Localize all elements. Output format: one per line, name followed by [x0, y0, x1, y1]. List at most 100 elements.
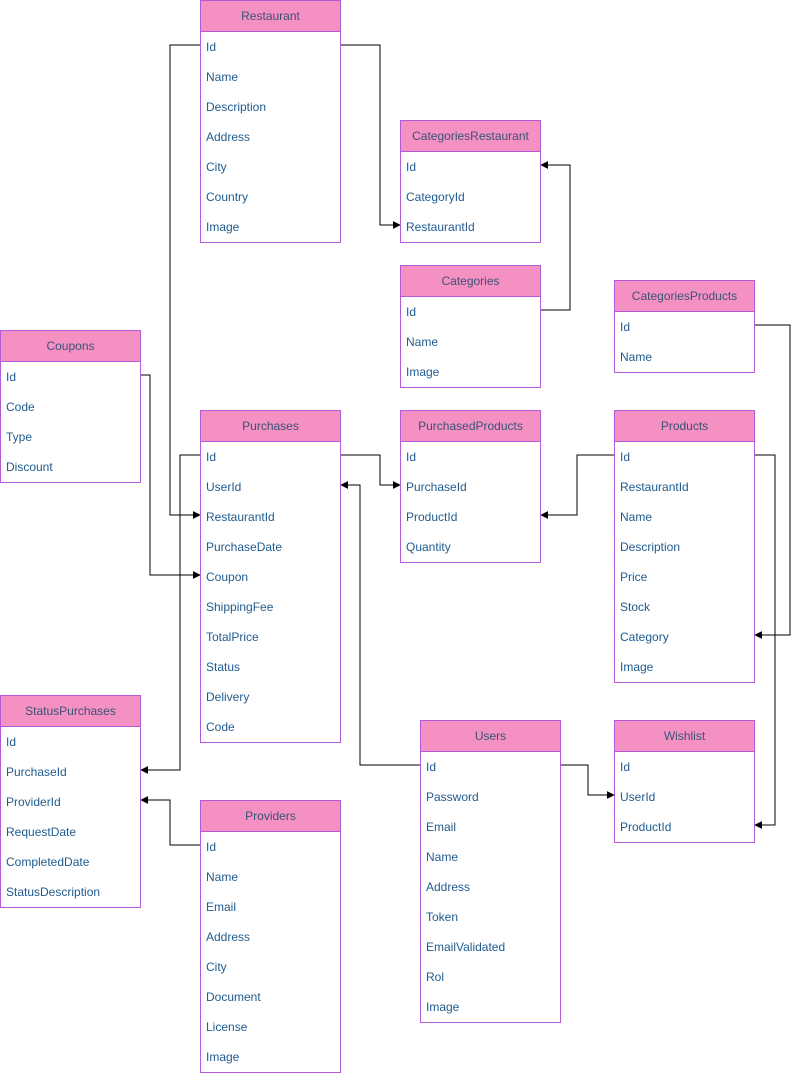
- table-field-totalprice[interactable]: TotalPrice: [206, 630, 259, 644]
- table-field-restaurantid[interactable]: RestaurantId: [206, 510, 275, 524]
- table-title: PurchasedProducts: [401, 411, 540, 442]
- table-field-productid[interactable]: ProductId: [406, 510, 458, 524]
- table-field-name[interactable]: Name: [620, 510, 653, 524]
- table-field-userid[interactable]: UserId: [620, 790, 656, 804]
- table-field-name[interactable]: Name: [426, 850, 459, 864]
- table-field-id[interactable]: Id: [406, 160, 417, 174]
- table-title: CategoriesProducts: [615, 281, 754, 312]
- table-field-category[interactable]: Category: [620, 630, 669, 644]
- table-field-id[interactable]: Id: [206, 40, 217, 54]
- table-field-city[interactable]: City: [206, 960, 227, 974]
- table-field-restaurantid[interactable]: RestaurantId: [620, 480, 689, 494]
- table-field-country[interactable]: Country: [206, 190, 249, 204]
- table-field-image[interactable]: Image: [206, 1050, 240, 1064]
- table-field-purchaseid[interactable]: PurchaseId: [406, 480, 467, 494]
- table-field-address[interactable]: Address: [206, 130, 251, 144]
- table-title: Coupons: [1, 331, 140, 362]
- table-field-image[interactable]: Image: [206, 220, 240, 234]
- table-field-shippingfee[interactable]: ShippingFee: [206, 600, 274, 614]
- table-title: CategoriesRestaurant: [401, 121, 540, 152]
- table-title: Categories: [401, 266, 540, 297]
- table-field-providerid[interactable]: ProviderId: [6, 795, 61, 809]
- table-field-image[interactable]: Image: [426, 1000, 460, 1014]
- table-field-address[interactable]: Address: [206, 930, 251, 944]
- table-field-restaurantid[interactable]: RestaurantId: [406, 220, 475, 234]
- table-field-categoryid[interactable]: CategoryId: [406, 190, 465, 204]
- table-field-email[interactable]: Email: [206, 900, 237, 914]
- table-field-quantity[interactable]: Quantity: [406, 540, 451, 554]
- table-field-name[interactable]: Name: [206, 70, 239, 84]
- table-field-completeddate[interactable]: CompletedDate: [6, 855, 90, 869]
- table-field-type[interactable]: Type: [6, 430, 33, 444]
- table-field-document[interactable]: Document: [206, 990, 261, 1004]
- table-title: Purchases: [201, 411, 340, 442]
- table-field-rol[interactable]: Rol: [426, 970, 445, 984]
- table-field-purchasedate[interactable]: PurchaseDate: [206, 540, 283, 554]
- table-field-description[interactable]: Description: [620, 540, 681, 554]
- relationship-connector: [754, 454, 776, 829]
- table-field-password[interactable]: Password: [426, 790, 479, 804]
- table-field-image[interactable]: Image: [406, 365, 440, 379]
- table-field-id[interactable]: Id: [426, 760, 437, 774]
- table-field-name[interactable]: Name: [406, 335, 439, 349]
- table-field-token[interactable]: Token: [426, 910, 459, 924]
- table-field-name[interactable]: Name: [206, 870, 239, 884]
- relationship-connector: [341, 454, 401, 489]
- relationship-connector: [540, 161, 571, 311]
- table-field-coupon[interactable]: Coupon: [206, 570, 249, 584]
- table-field-discount[interactable]: Discount: [6, 460, 53, 474]
- table-field-price[interactable]: Price: [620, 570, 648, 584]
- table-field-id[interactable]: Id: [206, 450, 217, 464]
- table-field-productid[interactable]: ProductId: [620, 820, 672, 834]
- table-field-id[interactable]: Id: [206, 840, 217, 854]
- table-field-code[interactable]: Code: [206, 720, 235, 734]
- table-field-license[interactable]: License: [206, 1020, 248, 1034]
- table-title: Products: [615, 411, 754, 442]
- relationship-connector: [169, 44, 201, 519]
- table-field-city[interactable]: City: [206, 160, 227, 174]
- table-field-requestdate[interactable]: RequestDate: [6, 825, 77, 839]
- table-field-statusdescription[interactable]: StatusDescription: [6, 885, 101, 899]
- table-field-id[interactable]: Id: [620, 450, 631, 464]
- table-field-id[interactable]: Id: [406, 450, 417, 464]
- table-field-description[interactable]: Description: [206, 100, 267, 114]
- table-field-email[interactable]: Email: [426, 820, 457, 834]
- table-field-id[interactable]: Id: [620, 760, 631, 774]
- table-field-id[interactable]: Id: [6, 735, 17, 749]
- table-field-status[interactable]: Status: [206, 660, 241, 674]
- table-field-id[interactable]: Id: [620, 320, 631, 334]
- table-title: Users: [421, 721, 560, 752]
- table-field-purchaseid[interactable]: PurchaseId: [6, 765, 67, 779]
- table-field-code[interactable]: Code: [6, 400, 35, 414]
- table-field-id[interactable]: Id: [406, 305, 417, 319]
- table-field-delivery[interactable]: Delivery: [206, 690, 250, 704]
- relationship-connector: [754, 324, 791, 639]
- table-title: Wishlist: [615, 721, 754, 752]
- relationship-connector: [140, 454, 200, 774]
- table-title: Providers: [201, 801, 340, 832]
- relationship-connector: [341, 44, 401, 229]
- table-field-address[interactable]: Address: [426, 880, 471, 894]
- table-title: StatusPurchases: [1, 696, 140, 727]
- table-field-emailvalidated[interactable]: EmailValidated: [426, 940, 506, 954]
- table-field-image[interactable]: Image: [620, 660, 654, 674]
- table-field-name[interactable]: Name: [620, 350, 653, 364]
- relationship-connector: [561, 764, 615, 799]
- table-field-stock[interactable]: Stock: [620, 600, 651, 614]
- table-field-userid[interactable]: UserId: [206, 480, 242, 494]
- table-field-id[interactable]: Id: [6, 370, 17, 384]
